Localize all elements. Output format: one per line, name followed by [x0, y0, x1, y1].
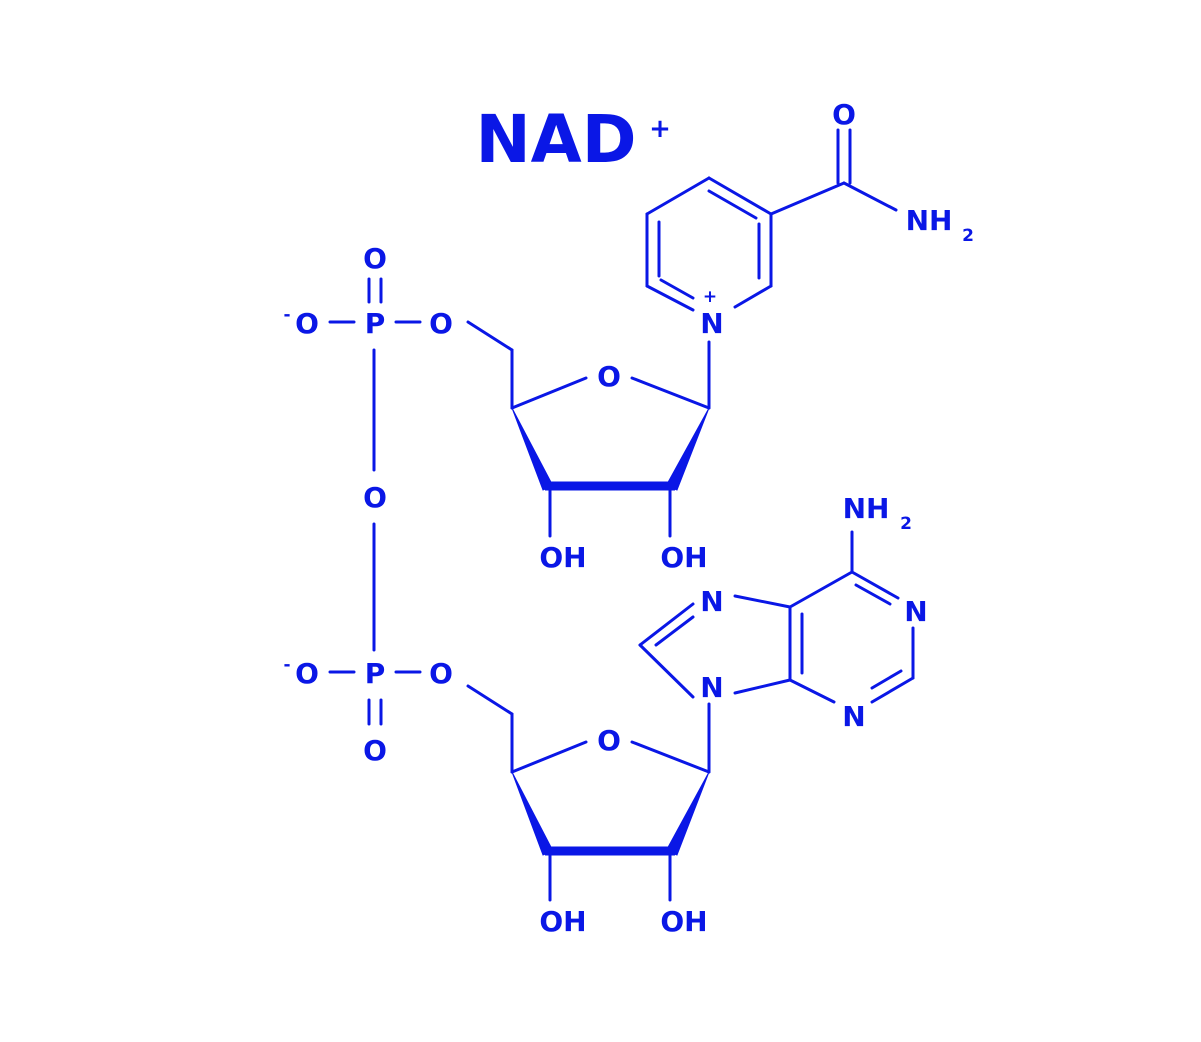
- phosphate1-ester-oxygen: O: [429, 307, 453, 340]
- adenine-n3: N: [842, 700, 865, 733]
- bridging-oxygen: O: [363, 481, 387, 514]
- ribose2-hydroxyl-right: OH: [660, 905, 707, 938]
- bond: [733, 284, 773, 309]
- bond: [870, 676, 915, 704]
- bond: [510, 740, 588, 774]
- double-bond-line: [659, 278, 695, 300]
- adenine-amino-nitrogen: NH: [843, 492, 890, 525]
- pyridinium-nitrogen: N: [700, 307, 723, 340]
- carbonyl-oxygen: O: [832, 98, 856, 131]
- adenine-amino-subscript: 2: [900, 514, 912, 534]
- double-bond-line: [707, 189, 758, 220]
- bond: [466, 684, 514, 716]
- double-bond-line: [870, 669, 903, 690]
- phosphate1-phosphorus: P: [365, 307, 386, 340]
- amide-subscript: 2: [962, 226, 974, 246]
- ribose1-hydroxyl-right: OH: [660, 541, 707, 574]
- phosphate1-negative-oxygen: O: [295, 307, 319, 340]
- adenine-n7: N: [700, 585, 723, 618]
- bond: [510, 376, 588, 410]
- wedge-bond: [665, 771, 710, 856]
- atom-labels: NAD + O NH 2 N + O OH OH O - O P O O - O…: [283, 98, 973, 938]
- bond: [638, 602, 695, 647]
- wedge-bond: [511, 407, 554, 491]
- bond: [733, 594, 792, 609]
- title-superscript: +: [649, 114, 671, 144]
- bond: [707, 176, 773, 216]
- bonds: [328, 128, 915, 902]
- bond: [645, 284, 695, 312]
- phosphate2-negative-oxygen: O: [295, 657, 319, 690]
- bond: [842, 181, 898, 212]
- ribose2-ring-oxygen: O: [597, 724, 621, 757]
- bond: [788, 570, 854, 609]
- ribose1-ring-oxygen: O: [597, 360, 621, 393]
- bond: [733, 678, 792, 695]
- wedge-bond: [665, 407, 710, 491]
- phosphate2-ester-oxygen: O: [429, 657, 453, 690]
- bond: [769, 181, 846, 216]
- amide-nitrogen: NH: [906, 204, 953, 237]
- bond: [466, 320, 514, 352]
- bond: [645, 176, 711, 216]
- pyridinium-charge: +: [703, 287, 717, 307]
- double-bond-line: [654, 615, 695, 647]
- phosphate2-negative-charge: -: [283, 655, 290, 675]
- double-bond-line: [854, 583, 892, 606]
- molecule-title: NAD: [475, 101, 636, 178]
- bond: [788, 678, 836, 704]
- phosphate1-negative-charge: -: [283, 305, 290, 325]
- ribose1-hydroxyl-left: OH: [539, 541, 586, 574]
- bond: [630, 740, 711, 774]
- phosphate1-double-oxygen: O: [363, 242, 387, 275]
- ribose2-hydroxyl-left: OH: [539, 905, 586, 938]
- phosphate2-phosphorus: P: [365, 657, 386, 690]
- phosphate2-double-oxygen: O: [363, 734, 387, 767]
- bond: [850, 570, 900, 600]
- adenine-n9: N: [700, 671, 723, 704]
- bond: [630, 376, 711, 410]
- adenine-n1: N: [904, 595, 927, 628]
- wedge-bonds: [511, 407, 710, 856]
- bond: [638, 643, 695, 699]
- wedge-bond: [511, 771, 554, 856]
